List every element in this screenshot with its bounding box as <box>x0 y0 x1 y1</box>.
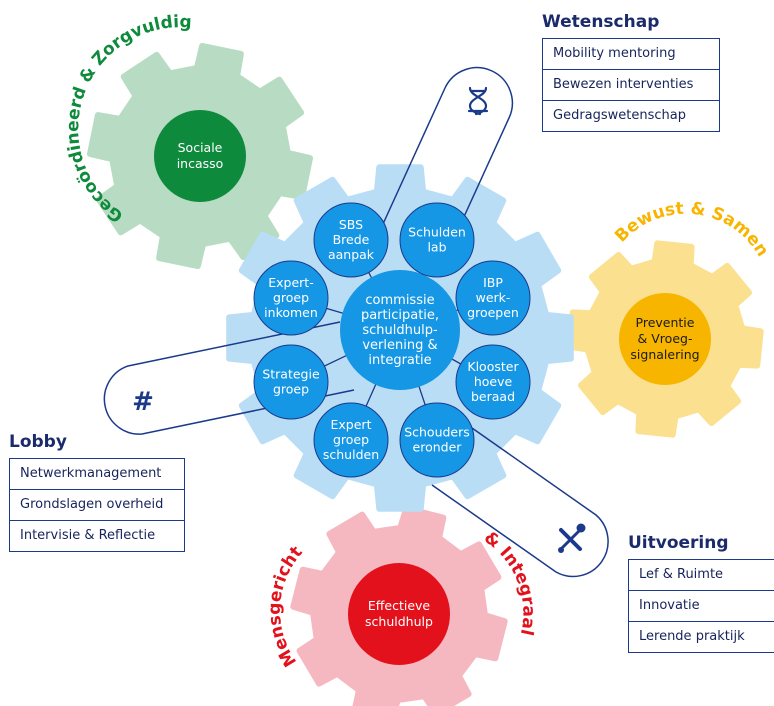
preventie-node[interactable]: Preventie& Vroeg-signalering <box>619 293 711 385</box>
lobby-panel: Lobby Netwerkmanagement Grondslagen over… <box>9 432 185 552</box>
uitvoering-list: Lef & Ruimte Innovatie Lerende praktijk <box>628 559 774 653</box>
execution-arm <box>431 427 609 578</box>
dna-icon <box>467 86 489 116</box>
list-item: Grondslagen overheid <box>10 490 184 521</box>
tools-icon <box>558 523 586 553</box>
wetenschap-title: Wetenschap <box>542 12 660 32</box>
list-item: Lef & Ruimte <box>629 560 774 591</box>
list-item: Lerende praktijk <box>639 629 745 644</box>
lobby-list: Netwerkmanagement Grondslagen overheid I… <box>9 458 185 552</box>
science-arm <box>382 66 514 255</box>
list-item: Intervisie & Reflectie <box>20 528 156 543</box>
list-item: Netwerkmanagement <box>10 459 184 490</box>
lobby-title: Lobby <box>9 432 67 452</box>
list-item: Mobility mentoring <box>543 39 719 70</box>
wetenschap-list: Mobility mentoring Bewezen interventies … <box>542 38 720 132</box>
list-item: Gedragswetenschap <box>553 108 687 123</box>
list-item: Bewezen interventies <box>543 70 719 101</box>
uitvoering-panel: Uitvoering Lef & Ruimte Innovatie Lerend… <box>628 533 774 653</box>
lobby-arm <box>103 321 355 435</box>
svg-text:Preventie& Vroeg-signalering: Preventie& Vroeg-signalering <box>630 315 699 362</box>
hash-icon: # <box>132 387 154 417</box>
list-item: Innovatie <box>629 591 774 622</box>
uitvoering-title: Uitvoering <box>628 533 729 553</box>
wetenschap-panel: Wetenschap Mobility mentoring Bewezen in… <box>542 12 720 132</box>
